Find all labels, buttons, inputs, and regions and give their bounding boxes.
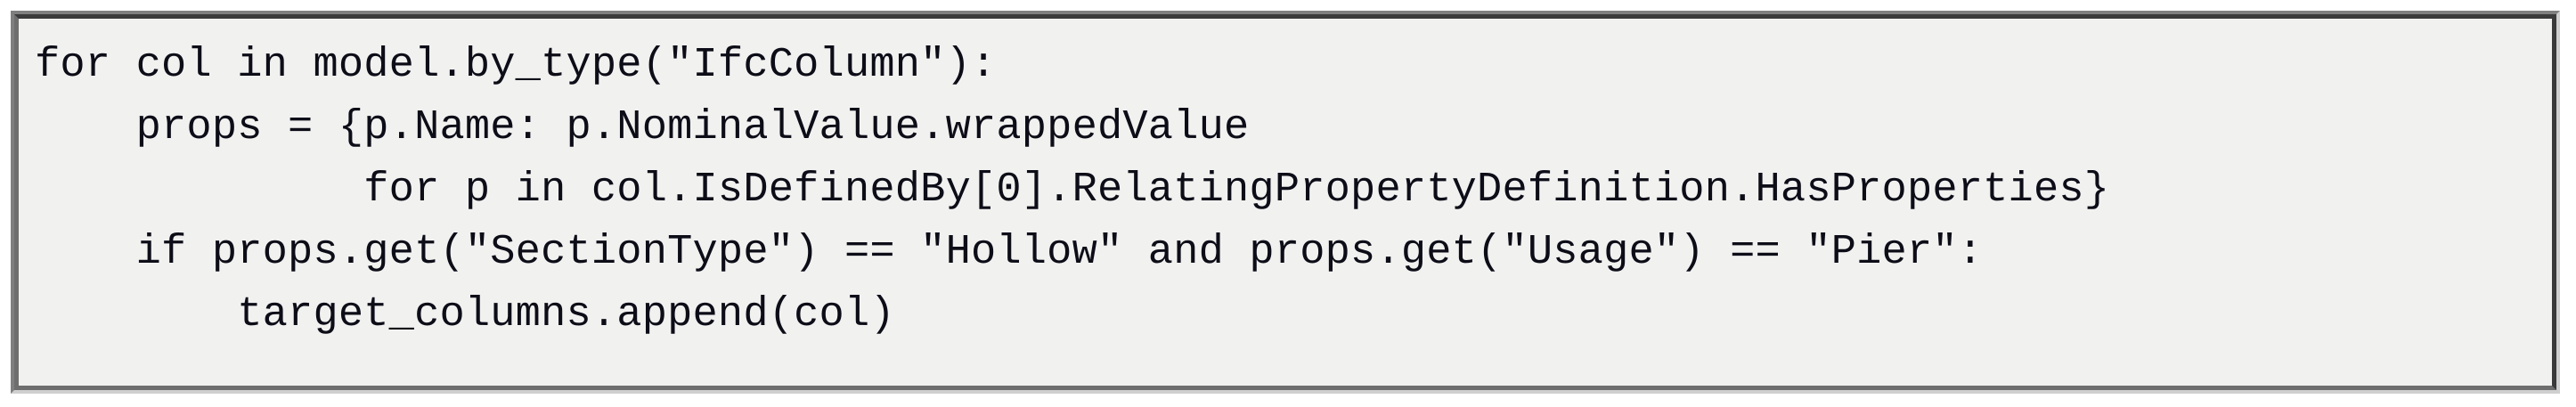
code-line: for p in col.IsDefinedBy[0].RelatingProp… (35, 167, 2110, 214)
code-line: for col in model.by_type("IfcColumn"): (35, 42, 997, 89)
code-line: if props.get("SectionType") == "Hollow" … (35, 229, 1984, 276)
code-line: props = {p.Name: p.NominalValue.wrappedV… (35, 104, 1250, 151)
code-snippet-frame: for col in model.by_type("IfcColumn"): p… (11, 11, 2560, 394)
code-snippet-inner-border: for col in model.by_type("IfcColumn"): p… (14, 14, 2556, 390)
code-snippet-body: for col in model.by_type("IfcColumn"): p… (19, 19, 2552, 386)
code-line: target_columns.append(col) (35, 291, 895, 338)
